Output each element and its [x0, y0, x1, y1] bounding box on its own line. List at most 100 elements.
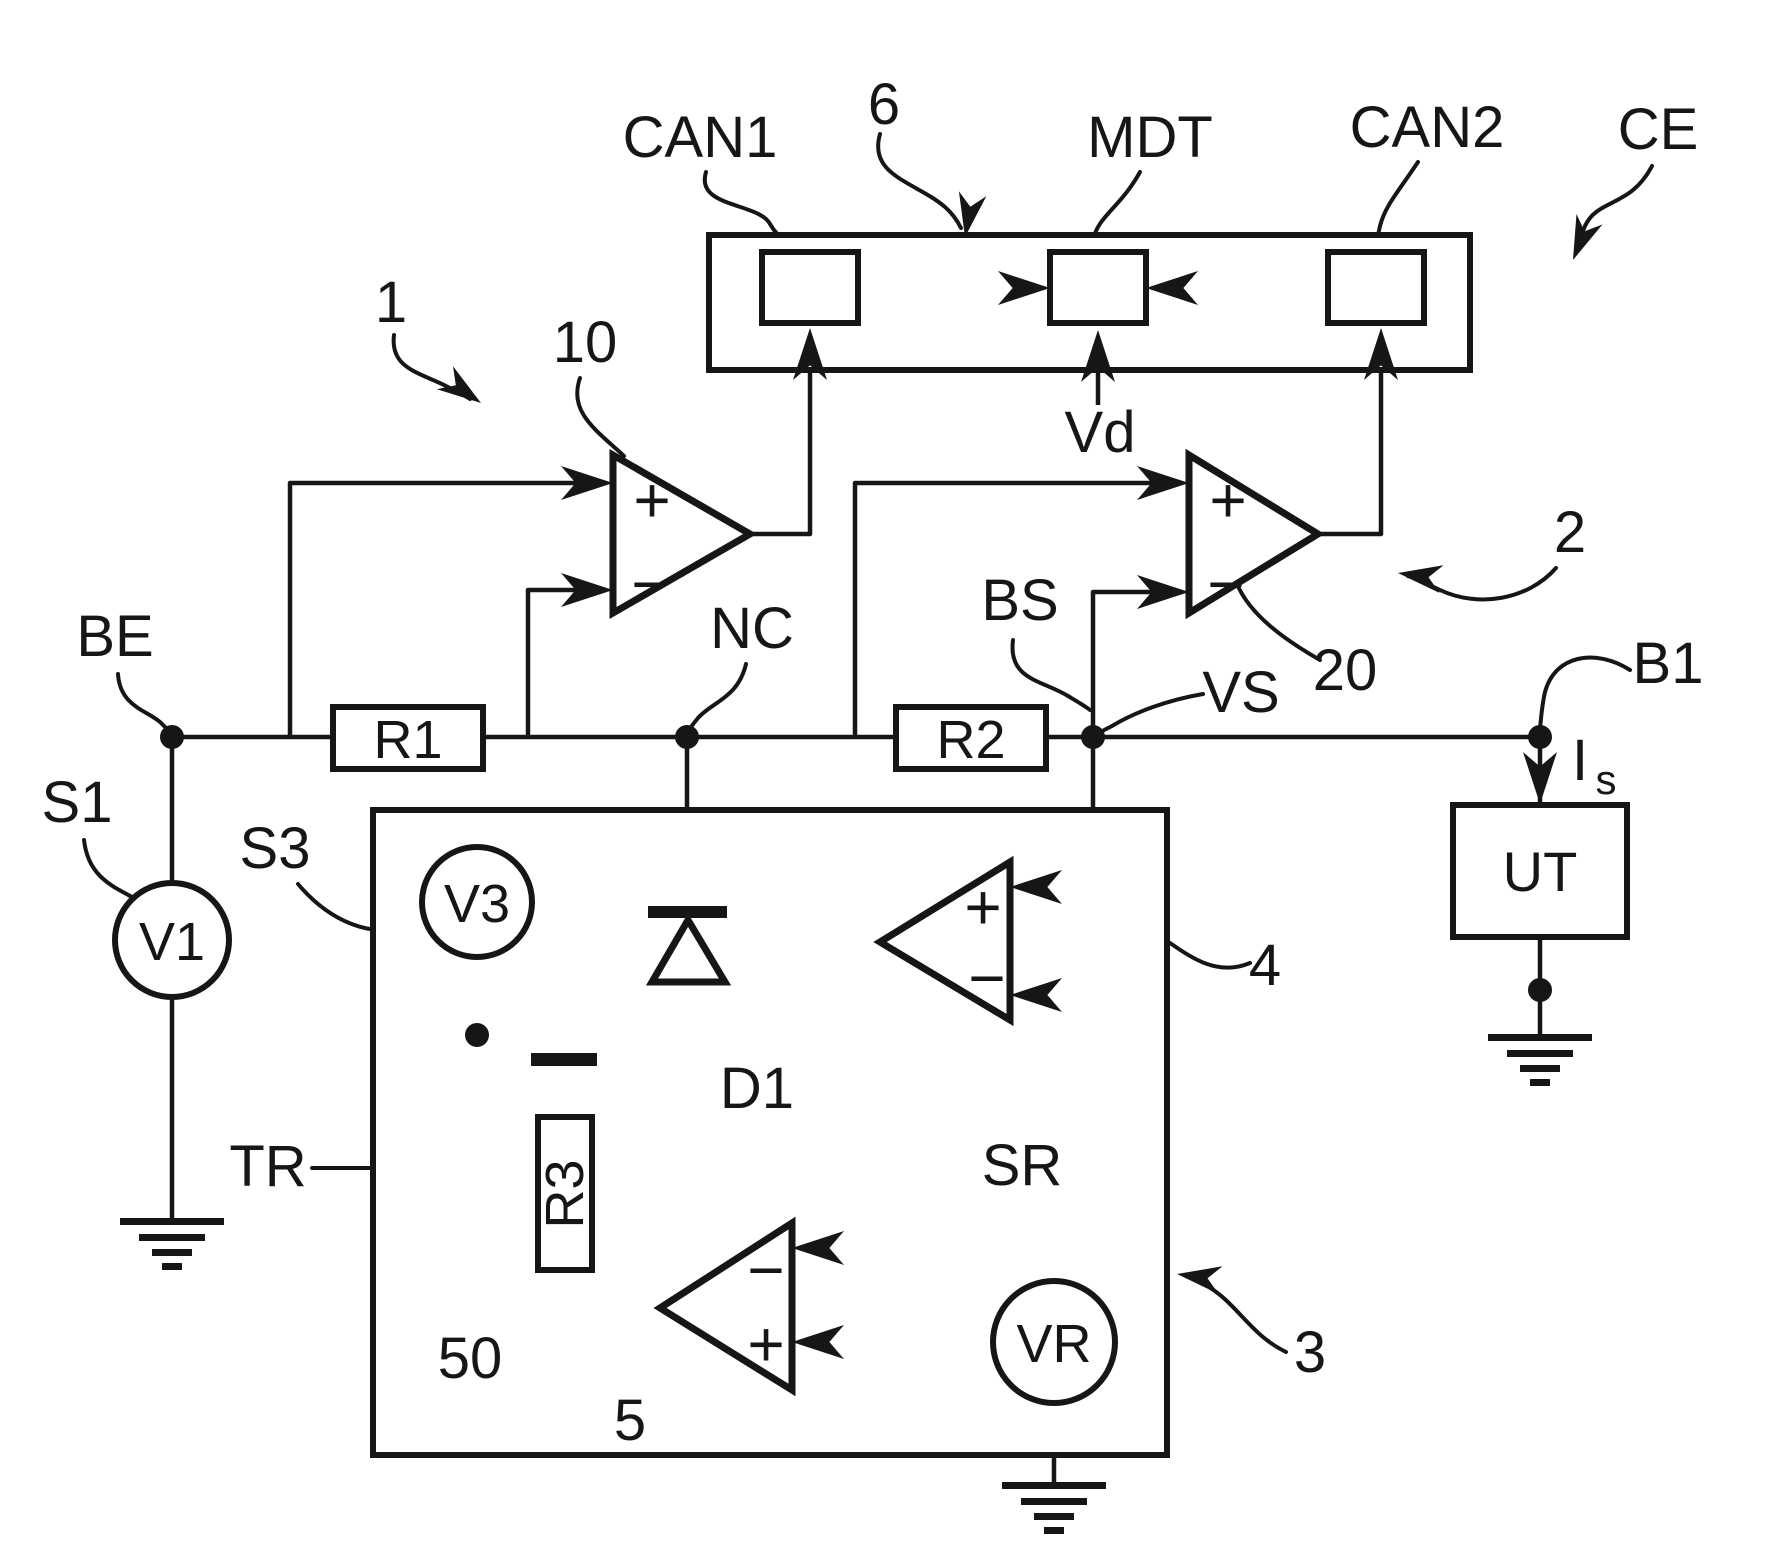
leader-10 — [575, 376, 626, 458]
node-ut-ground — [1528, 978, 1552, 1002]
arrow-opamp10-plus-icon — [561, 466, 613, 500]
leader-bs — [1010, 638, 1092, 712]
label-bs: BS — [981, 568, 1058, 633]
label-20: 20 — [1313, 638, 1378, 703]
leader-2-arrowhead-icon — [1398, 565, 1444, 593]
opamp10-minus: − — [631, 548, 668, 620]
label-3: 3 — [1294, 1320, 1326, 1385]
ground-ut-icon-bar2 — [1507, 1050, 1573, 1057]
label-vd: Vd — [1065, 400, 1136, 465]
arrow-opamp10-minus-icon — [561, 573, 613, 607]
label-be: BE — [76, 604, 153, 669]
opamp-10 — [609, 448, 758, 620]
ground-v1-icon-bar1 — [120, 1218, 224, 1225]
label-b1: B1 — [1633, 631, 1704, 696]
arrow-opamp5-minus-icon — [792, 1231, 844, 1265]
opamp20-minus: − — [1207, 548, 1244, 620]
label-nc: NC — [710, 596, 794, 661]
ground-ut-icon-bar3 — [1520, 1065, 1560, 1072]
arrow-opamp20-plus-icon — [1137, 466, 1189, 500]
ground-v1-icon-bar2 — [139, 1234, 205, 1241]
arrow-opamp20-minus-icon — [1137, 575, 1189, 609]
arrow-opamp4-plus-icon — [1010, 870, 1062, 904]
leader-ce-arrowhead-icon — [1573, 214, 1603, 260]
arrow-opamp4-minus-icon — [1010, 978, 1062, 1012]
leader-20 — [1235, 582, 1322, 662]
opamp-20 — [1185, 448, 1325, 620]
ground-vr-icon-bar3 — [1034, 1513, 1074, 1520]
ground-vr-icon-bar2 — [1021, 1498, 1087, 1505]
arrow-into-can2-icon — [1364, 328, 1398, 380]
load-ut-box — [1450, 802, 1630, 940]
opamp-5 — [653, 1216, 796, 1397]
opamp5-plus: + — [747, 1308, 784, 1380]
leader-6-arrowhead-icon — [958, 191, 987, 237]
label-can2: CAN2 — [1350, 95, 1505, 160]
node-transistor-v3 — [465, 1023, 489, 1047]
arrow-opamp5-plus-icon — [792, 1325, 844, 1359]
opamp10-plus-feed — [287, 480, 605, 737]
arrow-current-is-icon — [1523, 752, 1557, 804]
ground-v1-icon-bar3 — [152, 1249, 192, 1256]
label-is-sub: s — [1596, 756, 1617, 803]
label-s1: S1 — [42, 770, 113, 835]
label-50: 50 — [438, 1326, 503, 1391]
label-ce: CE — [1618, 97, 1699, 162]
label-sr: SR — [982, 1133, 1063, 1198]
source-v3 — [419, 844, 535, 960]
label-6: 6 — [868, 72, 900, 137]
opamp20-plus: + — [1209, 464, 1246, 536]
resistor-r1 — [330, 704, 486, 772]
opamp10-output — [750, 336, 813, 537]
ground-vr-icon-bar4 — [1044, 1527, 1064, 1534]
label-d1: D1 — [720, 1056, 794, 1121]
label-vs: VS — [1202, 660, 1279, 725]
leader-3-arrowhead-icon — [1177, 1266, 1223, 1294]
node-be — [160, 725, 184, 749]
node-vs — [1081, 725, 1105, 749]
diode-d1 — [645, 913, 732, 986]
label-r3: R3 — [535, 1159, 595, 1228]
arrow-vd-into-mdt-icon — [1081, 330, 1115, 382]
label-v1: V1 — [139, 912, 205, 972]
label-can1: CAN1 — [623, 105, 778, 170]
node-nc — [675, 725, 699, 749]
diode-cathode-bar — [648, 906, 727, 918]
label-4: 4 — [1249, 933, 1281, 998]
opamp20-plus-feed — [852, 480, 1181, 737]
source-vr — [990, 1278, 1118, 1406]
label-r1: R1 — [373, 710, 442, 770]
leader-6 — [876, 132, 963, 230]
resistor-r3 — [535, 1114, 595, 1273]
label-vr: VR — [1016, 1314, 1091, 1374]
label-5: 5 — [614, 1388, 646, 1453]
opamp4-plus: + — [964, 871, 1001, 943]
label-ut: UT — [1503, 840, 1578, 903]
opamp20-output — [1318, 336, 1384, 537]
label-r2: R2 — [936, 710, 1005, 770]
resistor-r2 — [893, 704, 1049, 772]
opamp10-plus: + — [633, 464, 670, 536]
arrow-can1-mdt-icon — [998, 271, 1050, 305]
can1-box — [759, 249, 861, 326]
arrow-into-can1-icon — [793, 328, 827, 380]
mdt-box — [1047, 249, 1149, 326]
transistor-base-bar — [531, 1053, 597, 1066]
label-10: 10 — [553, 310, 618, 375]
label-tr: TR — [229, 1134, 306, 1199]
label-s3: S3 — [240, 816, 311, 881]
label-mdt: MDT — [1087, 105, 1213, 170]
can2-box — [1325, 249, 1427, 326]
opamp5-minus: − — [747, 1234, 784, 1306]
source-v1 — [112, 880, 232, 1000]
leader-b1 — [1538, 655, 1632, 731]
opamp-4 — [873, 855, 1014, 1027]
arrow-can2-mdt-icon — [1146, 271, 1198, 305]
ground-ut-icon-bar1 — [1488, 1034, 1592, 1041]
label-is-main: I — [1572, 728, 1588, 793]
leader-1-arrowhead-icon — [436, 366, 481, 403]
label-v3: V3 — [444, 874, 510, 934]
opamp4-minus: − — [968, 942, 1005, 1014]
